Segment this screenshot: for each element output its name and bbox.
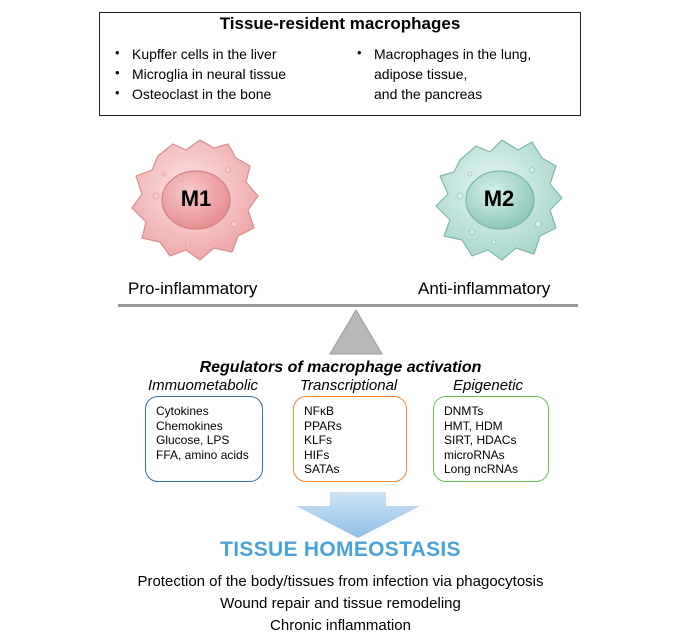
m1-description: Pro-inflammatory — [128, 279, 258, 298]
list-item: SATAs — [304, 462, 340, 476]
outcome-line: Protection of the body/tissues from infe… — [137, 573, 544, 590]
m1-label: M1 — [180, 186, 212, 211]
list-item: Kupffer cells in the liver — [112, 43, 286, 64]
list-item: Microglia in neural tissue — [112, 63, 286, 84]
list-item: SIRT, HDACs — [444, 433, 517, 447]
list-item-line: adipose tissue, — [374, 66, 468, 82]
list-item: HMT, HDM — [444, 418, 503, 433]
m2-cell-icon — [435, 139, 563, 261]
list-item: KLFs — [304, 433, 333, 447]
list-item: FFA, amino acids — [156, 447, 249, 462]
regulators-title: Regulators of macrophage activation — [199, 359, 482, 376]
list-item: Glucose, LPS — [156, 433, 230, 447]
balance-beam — [118, 304, 578, 307]
category-epigenetic-label: Epigenetic — [453, 377, 524, 394]
outcome-line: Chronic inflammation — [270, 617, 411, 634]
outcome-line: Wound repair and tissue remodeling — [220, 595, 461, 612]
immuometabolic-box: Cytokines Chemokines Glucose, LPS FFA, a… — [145, 396, 263, 482]
balance-scale — [118, 304, 578, 355]
down-arrow-icon — [296, 492, 420, 538]
list-item: PPARs — [304, 418, 342, 433]
list-item: NFκB — [304, 404, 334, 418]
m2-description: Anti-inflammatory — [418, 279, 551, 298]
category-immuometabolic-label: Immuometabolic — [148, 377, 259, 394]
tissue-resident-box: Tissue-resident macrophages Kupffer cell… — [99, 12, 581, 116]
list-item: HIFs — [304, 447, 330, 462]
list-item: microRNAs — [444, 447, 505, 462]
transcriptional-box: NFκB PPARs KLFs HIFs SATAs — [293, 396, 407, 482]
list-item: Long ncRNAs — [444, 462, 519, 476]
m2-label: M2 — [483, 186, 515, 211]
epigenetic-box: DNMTs HMT, HDM SIRT, HDACs microRNAs Lon… — [433, 396, 549, 482]
right-bullet-list: Macrophages in the lung, adipose tissue,… — [354, 43, 574, 104]
balance-fulcrum — [329, 309, 383, 355]
list-item: Macrophages in the lung, adipose tissue,… — [354, 43, 574, 104]
tissue-homeostasis-title: TISSUE HOMEOSTASIS — [220, 538, 461, 561]
category-transcriptional-label: Transcriptional — [300, 377, 398, 394]
list-item: Osteoclast in the bone — [112, 83, 286, 104]
list-item: Chemokines — [156, 418, 223, 433]
list-item-line: Macrophages in the lung, — [374, 46, 532, 62]
list-item: DNMTs — [444, 404, 484, 418]
list-item-line: and the pancreas — [374, 86, 483, 102]
list-item: Cytokines — [156, 404, 209, 418]
m1-cell-icon — [131, 139, 259, 261]
left-bullet-list: Kupffer cells in the liver Microglia in … — [112, 43, 286, 104]
tissue-resident-title: Tissue-resident macrophages — [219, 14, 461, 33]
